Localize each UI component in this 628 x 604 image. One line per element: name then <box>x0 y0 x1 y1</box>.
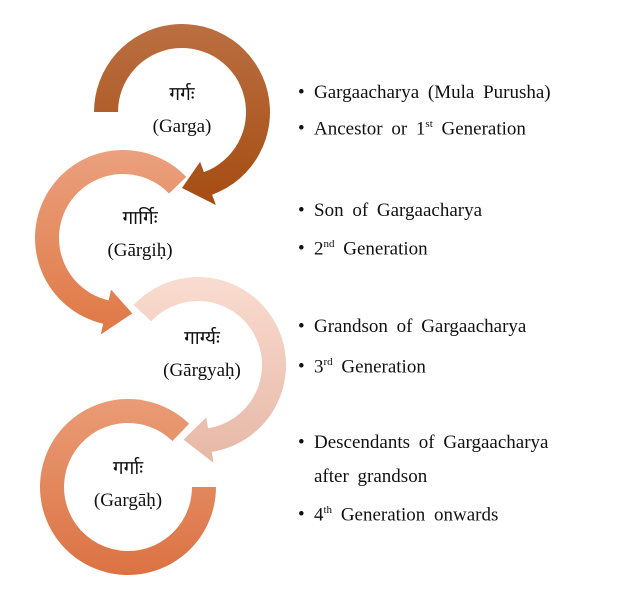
gen2-label: गार्गिः (Gārgiḥ) <box>70 208 210 262</box>
gen3-bullet: • 3rd Generation <box>298 356 426 378</box>
gen2-bullet: • Son of Gargaacharya <box>298 200 482 222</box>
gen1-circular-arrow <box>94 24 270 206</box>
gen2-sanskrit: गार्गिः <box>122 208 158 229</box>
bullet-icon: • <box>298 356 305 378</box>
bullet-text: Grandson of Gargaacharya <box>314 316 527 337</box>
bullet-text: Gargaacharya (Mula Purusha) <box>314 82 551 103</box>
gen3-sanskrit: गार्ग्यः <box>184 328 220 349</box>
gen4-bullet: • Descendants of Gargaacharya <box>298 432 548 454</box>
gen3-label: गार्ग्यः (Gārgyaḥ) <box>132 328 272 382</box>
gen1-name: (Garga) <box>152 116 212 137</box>
gen4-sanskrit: गर्गाः <box>112 458 144 479</box>
gen1-bullet: • Gargaacharya (Mula Purusha) <box>298 82 551 104</box>
bullet-icon: • <box>298 432 305 453</box>
bullet-text: Ancestor or 1 <box>314 118 426 140</box>
gen3-circular-arrow <box>133 277 286 463</box>
bullet-text-after: Generation <box>432 118 526 140</box>
bullet-icon: • <box>298 82 305 103</box>
ordinal-suffix: rd <box>323 356 333 368</box>
bullet-icon: • <box>298 118 305 140</box>
bullet-icon: • <box>298 316 305 337</box>
bullet-text: Son of Gargaacharya <box>314 200 483 221</box>
bullet-text: 4 <box>314 504 324 526</box>
gen4-label: गर्गाः (Gargāḥ) <box>58 458 198 512</box>
gen3-name: (Gārgyaḥ) <box>163 360 241 381</box>
gen1-bullet: • Ancestor or 1st Generation <box>298 118 526 140</box>
bullet-text: 3 <box>314 356 324 378</box>
gen2-name: (Gārgiḥ) <box>107 240 173 261</box>
ordinal-suffix: nd <box>323 238 335 250</box>
bullet-text: 2 <box>314 238 324 260</box>
ordinal-suffix: th <box>323 504 333 516</box>
bullet-text: after grandson <box>314 466 428 487</box>
gen1-label: गर्गः (Garga) <box>112 84 252 138</box>
bullet-icon: • <box>298 238 305 260</box>
bullet-text: Descendants of Gargaacharya <box>314 432 549 453</box>
bullet-text-after: Generation <box>334 238 428 260</box>
bullet-icon: • <box>298 504 305 526</box>
bullet-icon: • <box>298 200 305 221</box>
ordinal-suffix: st <box>425 118 433 130</box>
bullet-text-after: Generation onwards <box>332 504 499 526</box>
gen4-bullet: after grandson <box>298 466 427 488</box>
gen3-bullet: • Grandson of Gargaacharya <box>298 316 526 338</box>
gen4-name: (Gargāḥ) <box>93 490 163 511</box>
gen2-circular-arrow <box>35 150 187 335</box>
gen4-bullet: • 4th Generation onwards <box>298 504 498 526</box>
gen2-bullet: • 2nd Generation <box>298 238 428 260</box>
gen1-sanskrit: गर्गः <box>169 84 195 105</box>
bullet-text-after: Generation <box>332 356 426 378</box>
